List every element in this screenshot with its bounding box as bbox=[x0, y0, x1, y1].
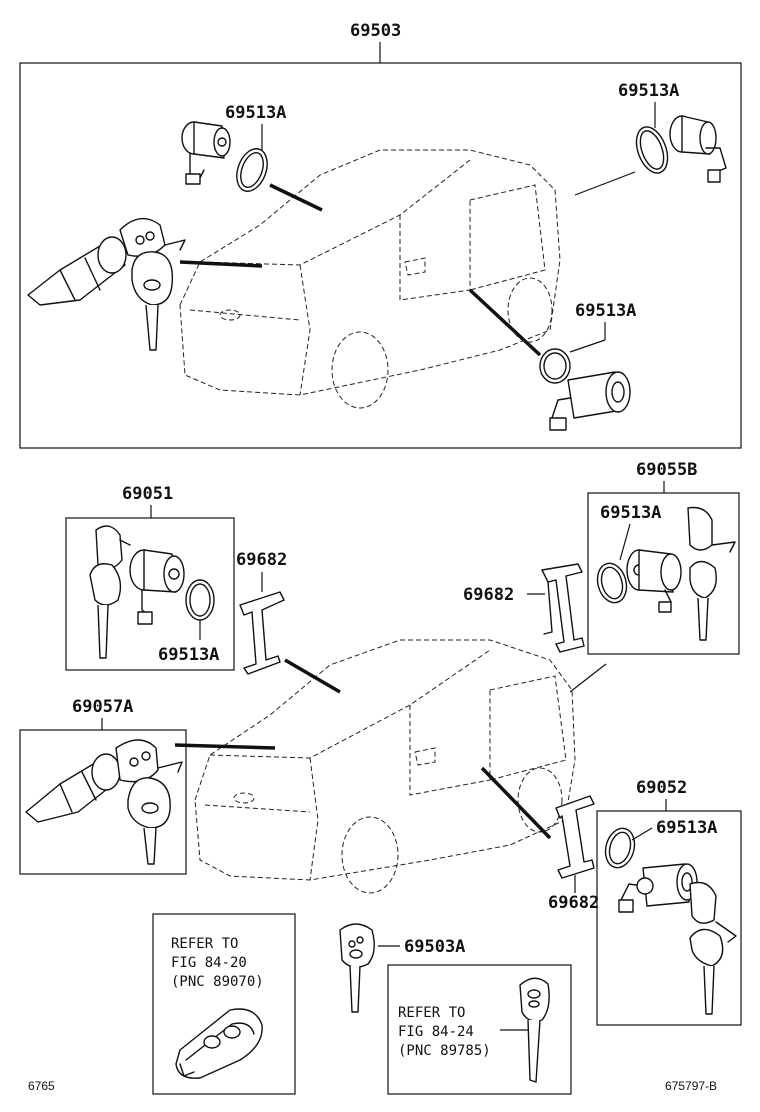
set-69051-group: 69051 69513A bbox=[65, 484, 235, 671]
refer-left-line3: (PNC 89070) bbox=[171, 974, 264, 990]
refer-left-box bbox=[152, 913, 296, 1095]
set-69057a-box bbox=[19, 729, 187, 875]
leader-mid-ignition bbox=[174, 743, 276, 750]
clip-left-group: 69682 bbox=[236, 550, 287, 675]
label-69052: 69052 bbox=[636, 778, 687, 798]
lock-cylinder-icon bbox=[669, 115, 727, 183]
leader-ignition bbox=[179, 260, 263, 268]
label-69682-bottom: 69682 bbox=[548, 893, 599, 913]
refer-right-line1: REFER TO bbox=[398, 1005, 465, 1021]
retaining-ring-icon bbox=[604, 827, 636, 869]
label-69057a: 69057A bbox=[72, 697, 133, 717]
key-icon bbox=[519, 977, 550, 1083]
refer-right-line3: (PNC 89785) bbox=[398, 1043, 491, 1059]
lock-cylinder-icon bbox=[181, 121, 231, 185]
refer-left-line1: REFER TO bbox=[171, 936, 238, 952]
leader-mid-rear bbox=[569, 663, 607, 693]
lock-cylinder-icon bbox=[626, 549, 682, 613]
key-icon bbox=[119, 217, 186, 257]
clip-bottom-group: 69682 bbox=[548, 795, 599, 913]
set-69052-box bbox=[596, 810, 742, 1026]
label-69051: 69051 bbox=[122, 484, 173, 504]
key-icon bbox=[339, 923, 375, 1013]
clip-icon bbox=[541, 563, 585, 653]
key-icon bbox=[89, 525, 131, 659]
top-assembly-box bbox=[19, 62, 742, 449]
key-icon bbox=[115, 739, 183, 783]
top-assembly-group: 69503 bbox=[19, 21, 742, 449]
label-69513a-top-right: 69513A bbox=[618, 81, 679, 101]
lock-cylinder-icon bbox=[129, 549, 185, 625]
clip-right-group: 69682 bbox=[463, 563, 585, 653]
lock-cylinder-icon bbox=[618, 863, 698, 913]
label-69055b: 69055B bbox=[636, 460, 697, 480]
label-69503: 69503 bbox=[350, 21, 401, 41]
set-69052-group: 69052 69513A bbox=[596, 778, 742, 1026]
retaining-ring-icon bbox=[185, 579, 215, 621]
leader-mid-trunk bbox=[284, 658, 341, 694]
leader-69052-cyl bbox=[631, 827, 653, 841]
refer-right-box bbox=[387, 964, 572, 1095]
refer-right-line2: FIG 84-24 bbox=[398, 1024, 474, 1040]
retaining-ring-icon bbox=[635, 126, 669, 174]
leader-door bbox=[468, 288, 542, 357]
key-blank-group: 69503A bbox=[339, 923, 465, 1013]
leader-rear-door bbox=[574, 171, 636, 196]
label-69055b-cyl: 69513A bbox=[600, 503, 661, 523]
key-icon bbox=[131, 251, 174, 351]
ignition-lock-icon bbox=[27, 236, 127, 306]
refer-note-left: REFER TO FIG 84-20 (PNC 89070) bbox=[152, 913, 296, 1095]
leader-trunk bbox=[269, 183, 323, 212]
retaining-ring-icon bbox=[596, 562, 628, 604]
clip-icon bbox=[555, 795, 595, 879]
set-69055b-box bbox=[587, 492, 740, 655]
footer-right-code: 675797-B bbox=[665, 1079, 717, 1093]
key-icon bbox=[689, 881, 737, 1015]
label-69682-left: 69682 bbox=[236, 550, 287, 570]
vehicle-outline-icon bbox=[179, 149, 561, 409]
retaining-ring-icon bbox=[539, 348, 571, 384]
lock-cylinder-icon bbox=[549, 371, 631, 431]
remote-transmitter-icon bbox=[175, 1008, 263, 1079]
label-69503a: 69503A bbox=[404, 937, 465, 957]
set-69057a-group: 69057A bbox=[19, 697, 187, 875]
refer-left-line2: FIG 84-20 bbox=[171, 955, 247, 971]
key-icon bbox=[127, 777, 171, 865]
ignition-lock-icon bbox=[25, 753, 121, 823]
refer-note-right: REFER TO FIG 84-24 (PNC 89785) bbox=[387, 964, 572, 1095]
leader-69055b-cyl bbox=[619, 523, 631, 561]
label-69682-right: 69682 bbox=[463, 585, 514, 605]
set-69051-box bbox=[65, 517, 235, 671]
label-69052-cyl: 69513A bbox=[656, 818, 717, 838]
footer-left-code: 6765 bbox=[28, 1079, 55, 1093]
key-icon bbox=[687, 506, 736, 641]
set-69055b-group: 69055B 69513A bbox=[587, 460, 740, 655]
retaining-ring-icon bbox=[236, 148, 268, 192]
label-69513a-top-left: 69513A bbox=[225, 103, 286, 123]
leader-mid-door bbox=[480, 766, 552, 840]
vehicle-outline-icon bbox=[194, 639, 576, 894]
label-69513a-top-door: 69513A bbox=[575, 301, 636, 321]
label-69051-cyl: 69513A bbox=[158, 645, 219, 665]
clip-icon bbox=[239, 591, 285, 675]
leader-69513a-top-door-2 bbox=[569, 339, 606, 353]
